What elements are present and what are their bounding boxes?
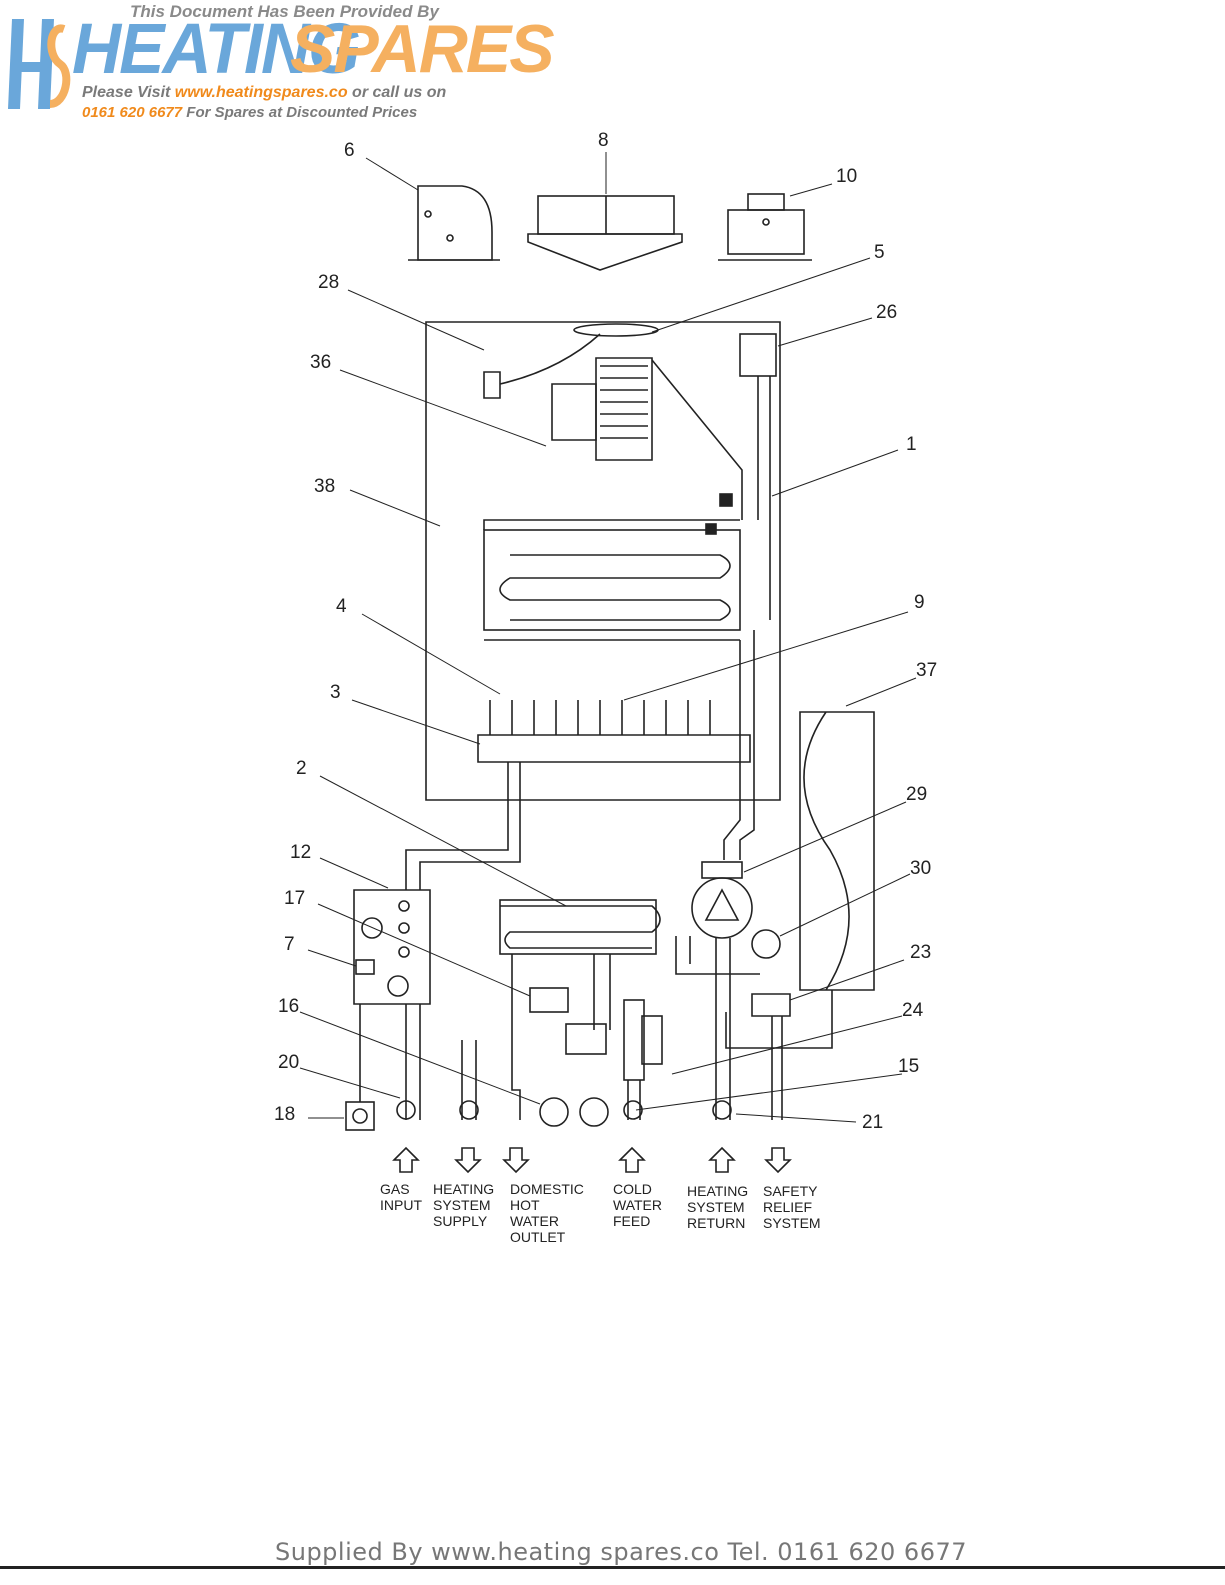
callout-37: 37 [916, 660, 937, 681]
flue-elbow-6 [408, 185, 500, 261]
caption-safety-relief-2: RELIEF [763, 1199, 812, 1215]
phone-suffix: For Spares at Discounted Prices [182, 104, 418, 121]
caption-safety-relief-1: SAFETY [763, 1183, 818, 1199]
callout-20: 20 [278, 1052, 299, 1073]
caption-cold-feed-2: WATER [613, 1197, 662, 1213]
caption-heating-return-2: SYSTEM [687, 1199, 745, 1215]
caption-dhw-outlet-2: HOT [510, 1197, 540, 1213]
visit-url-link[interactable]: www.heatingspares.co [174, 84, 348, 101]
caption-dhw-outlet-3: WATER [510, 1213, 559, 1229]
callout-24: 24 [902, 1000, 924, 1021]
caption-heating-supply-3: SUPPLY [433, 1213, 488, 1229]
callout-17: 17 [284, 888, 305, 909]
caption-dhw-outlet-1: DOMESTIC [510, 1181, 584, 1197]
connection-captions: GAS INPUT HEATING SYSTEM SUPPLY DOMESTIC… [380, 1181, 821, 1245]
callout-labels: 6 8 10 28 5 26 36 1 38 4 9 37 3 2 29 12 … [274, 130, 937, 1133]
visit-line: Please Visit www.heatingspares.co or cal… [82, 84, 446, 102]
caption-heating-supply-2: SYSTEM [433, 1197, 491, 1213]
callout-16: 16 [278, 996, 299, 1017]
callout-4: 4 [336, 596, 347, 617]
banner-tagline: This Document Has Been Provided By [130, 2, 439, 21]
main-heat-exchanger [483, 519, 741, 641]
pressure-gauge [751, 929, 781, 959]
callout-23: 23 [910, 942, 931, 963]
callout-1: 1 [906, 434, 917, 455]
callout-36: 36 [310, 352, 331, 373]
callout-6: 6 [344, 140, 355, 161]
phone-number: 0161 620 6677 [82, 104, 183, 121]
air-pressure-switch [739, 333, 777, 377]
callout-30: 30 [910, 858, 931, 879]
callout-26: 26 [876, 302, 897, 323]
caption-heating-supply-1: HEATING [433, 1181, 494, 1197]
visit-prefix: Please Visit [82, 84, 175, 101]
caption-gas-input-2: INPUT [380, 1197, 422, 1213]
component-18 [345, 1101, 375, 1131]
callout-8: 8 [598, 130, 609, 151]
callout-15: 15 [898, 1056, 919, 1077]
caption-cold-feed-1: COLD [613, 1181, 652, 1197]
gas-valve [353, 889, 431, 1005]
footer-divider [0, 1566, 1225, 1569]
footer-supplied-by: Supplied By www.heating spares.co Tel. 0… [275, 1538, 968, 1566]
callout-21: 21 [862, 1112, 883, 1133]
caption-heating-return-3: RETURN [687, 1215, 745, 1231]
callout-10: 10 [836, 166, 857, 187]
callout-5: 5 [874, 242, 885, 263]
boiler-casing [425, 321, 781, 801]
flue-adaptor-8 [527, 195, 683, 271]
connection-arrows [392, 1146, 792, 1174]
pump-29 [691, 861, 753, 939]
fan-assembly [551, 323, 743, 520]
caption-heating-return-1: HEATING [687, 1183, 748, 1199]
caption-dhw-outlet-4: OUTLET [510, 1229, 566, 1245]
callout-28: 28 [318, 272, 339, 293]
callout-18: 18 [274, 1104, 295, 1125]
visit-suffix: or call us on [347, 84, 447, 101]
brand-name-heating: HEATING [72, 9, 361, 89]
hs-logo-icon [8, 19, 71, 109]
leader-lines [299, 152, 917, 1123]
burner-assembly [477, 700, 751, 763]
dhw-heat-exchanger [499, 899, 661, 955]
callout-38: 38 [314, 476, 335, 497]
brand-name-spares: SPARES [290, 11, 555, 87]
flue-adaptor-10 [718, 193, 812, 261]
callout-12: 12 [290, 842, 311, 863]
boiler-schematic: 6 8 10 28 5 26 36 1 38 4 9 37 3 2 29 12 … [274, 130, 937, 1245]
callout-3: 3 [330, 682, 341, 703]
callout-2: 2 [296, 758, 307, 779]
watermark-banner: This Document Has Been Provided By HEATI… [0, 0, 555, 125]
caption-safety-relief-3: SYSTEM [763, 1215, 821, 1231]
callout-29: 29 [906, 784, 927, 805]
caption-gas-input-1: GAS [380, 1181, 410, 1197]
phone-line: 0161 620 6677 For Spares at Discounted P… [82, 104, 417, 121]
expansion-vessel [799, 711, 875, 991]
callout-7: 7 [284, 934, 295, 955]
callout-9: 9 [914, 592, 925, 613]
caption-cold-feed-3: FEED [613, 1213, 650, 1229]
